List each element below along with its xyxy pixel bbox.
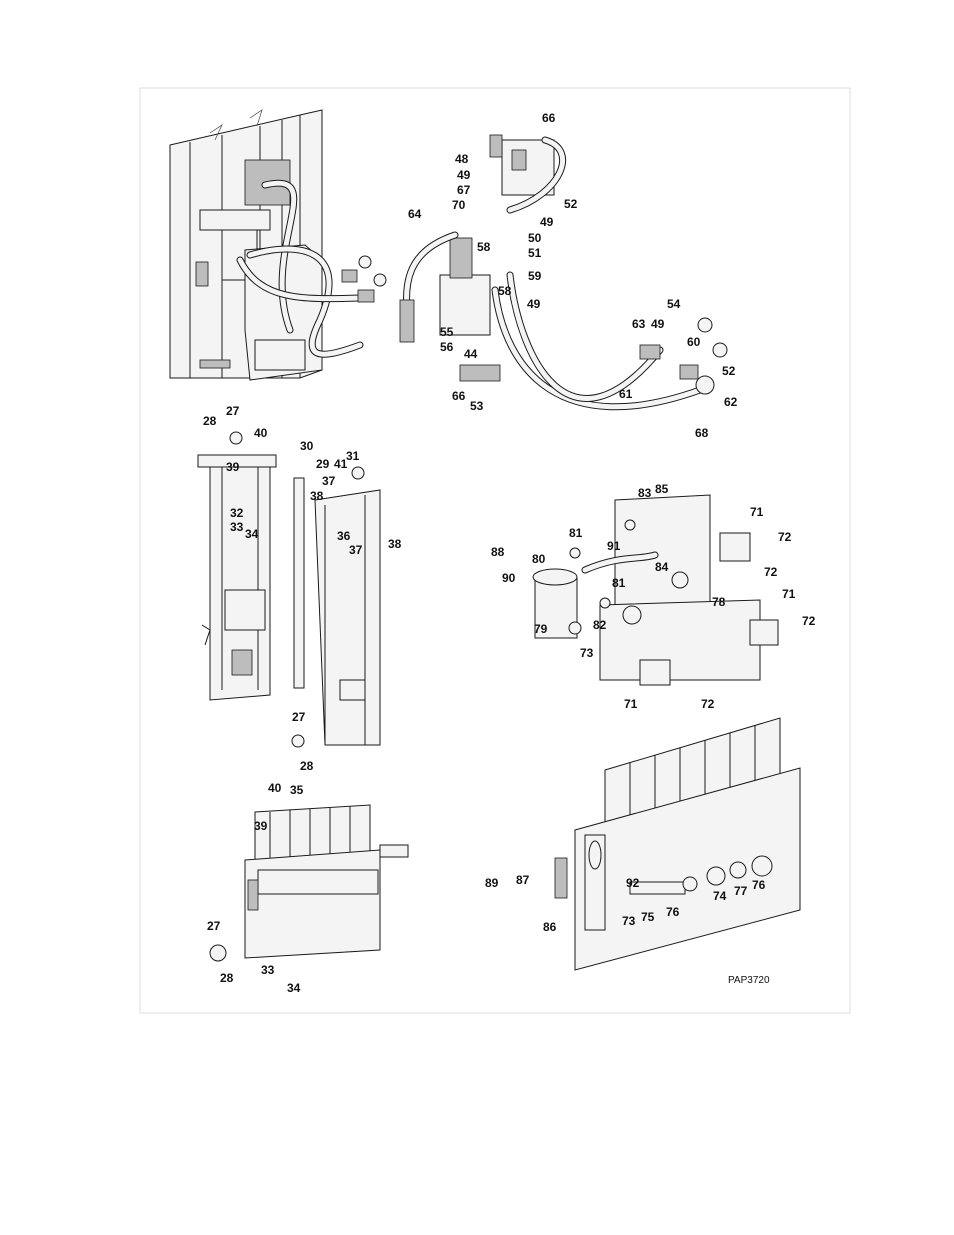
callout-middle-left-4: 32 [230,506,244,520]
callout-bottom-right-2: 86 [543,920,557,934]
callout-bottom-left-2: 39 [254,819,268,833]
callout-bottom-right-7: 74 [713,889,727,903]
callout-middle-left-6: 34 [245,527,259,541]
callout-middle-right-15: 79 [534,622,548,636]
callout-middle-right-5: 91 [607,539,621,553]
callout-top-right-18: 53 [470,399,484,413]
figure-frame [139,87,851,1014]
middle-right-sideshift-view [532,494,779,686]
callout-middle-left-9: 41 [334,457,348,471]
callout-middle-left-16: 27 [292,710,306,724]
callout-bottom-right-8: 77 [734,884,748,898]
top-left-assembly-view [169,109,387,381]
callout-top-right-5: 64 [408,207,422,221]
callout-middle-left-13: 36 [337,529,351,543]
callout-middle-right-19: 72 [701,697,715,711]
drawing-code: PAP3720 [728,975,770,986]
callout-middle-right-2: 71 [750,505,764,519]
callout-top-right-10: 51 [528,246,542,260]
callout-middle-right-16: 73 [580,646,594,660]
callout-top-right-6: 52 [564,197,578,211]
callout-middle-right-12: 78 [712,595,726,609]
callout-middle-left-17: 28 [300,759,314,773]
callout-middle-left-11: 37 [322,474,336,488]
callout-top-right-26: 68 [695,426,709,440]
callout-middle-left-5: 33 [230,520,244,534]
callout-middle-right-6: 80 [532,552,546,566]
callout-middle-right-7: 84 [655,560,669,574]
callout-bottom-left-5: 33 [261,963,275,977]
callout-top-right-16: 44 [464,347,478,361]
callout-top-right-19: 54 [667,297,681,311]
callout-top-right-1: 48 [455,152,469,166]
callout-middle-right-10: 81 [612,576,626,590]
callout-top-right-3: 67 [457,183,471,197]
callout-top-right-17: 66 [452,389,466,403]
callout-bottom-right-5: 75 [641,910,655,924]
callout-top-right-11: 59 [528,269,542,283]
callout-top-right-14: 55 [440,325,454,339]
callout-bottom-left-6: 34 [287,981,301,995]
callout-middle-right-17: 72 [802,614,816,628]
callout-middle-right-4: 81 [569,526,583,540]
callout-middle-right-9: 90 [502,571,516,585]
top-right-hydraulic-exploded-view [399,134,728,411]
callout-middle-right-8: 88 [491,545,505,559]
callout-middle-left-0: 28 [203,414,217,428]
callout-top-right-4: 70 [452,198,466,212]
callout-bottom-right-6: 76 [666,905,680,919]
callout-bottom-left-0: 40 [268,781,282,795]
callout-top-right-8: 58 [477,240,491,254]
callout-middle-left-7: 30 [300,439,314,453]
callout-middle-left-3: 39 [226,460,240,474]
callout-middle-right-0: 83 [638,486,652,500]
callout-top-right-2: 49 [457,168,471,182]
callout-top-right-7: 49 [540,215,554,229]
callout-bottom-right-1: 87 [516,873,530,887]
callout-top-right-22: 60 [687,335,701,349]
callout-middle-left-10: 31 [346,449,360,463]
callout-top-right-15: 56 [440,340,454,354]
callout-bottom-right-3: 92 [626,876,640,890]
callout-middle-right-13: 71 [782,587,796,601]
callout-middle-left-2: 40 [254,426,268,440]
callout-top-right-25: 61 [619,387,633,401]
bottom-left-carriage-view [209,804,409,962]
callout-bottom-right-4: 73 [622,914,636,928]
callout-top-right-20: 63 [632,317,646,331]
callout-middle-right-3: 72 [778,530,792,544]
middle-left-mast-view [197,431,381,748]
callout-top-right-21: 49 [651,317,665,331]
callout-bottom-right-9: 76 [752,878,766,892]
callout-top-right-12: 58 [498,284,512,298]
callout-middle-left-8: 29 [316,457,330,471]
callout-middle-right-11: 72 [764,565,778,579]
callout-top-right-9: 50 [528,231,542,245]
callout-middle-left-1: 27 [226,404,240,418]
callout-middle-left-12: 38 [310,489,324,503]
callout-top-right-0: 66 [542,111,556,125]
callout-top-right-13: 49 [527,297,541,311]
callout-middle-right-1: 85 [655,482,669,496]
callout-bottom-left-1: 35 [290,783,304,797]
bottom-right-carriage-view [554,717,801,971]
callout-bottom-left-3: 27 [207,919,221,933]
callout-middle-left-15: 38 [388,537,402,551]
callout-middle-right-14: 82 [593,618,607,632]
callout-top-right-24: 62 [724,395,738,409]
callout-bottom-right-0: 89 [485,876,499,890]
callout-bottom-left-4: 28 [220,971,234,985]
callout-middle-left-14: 37 [349,543,363,557]
callout-top-right-23: 52 [722,364,736,378]
callout-middle-right-18: 71 [624,697,638,711]
